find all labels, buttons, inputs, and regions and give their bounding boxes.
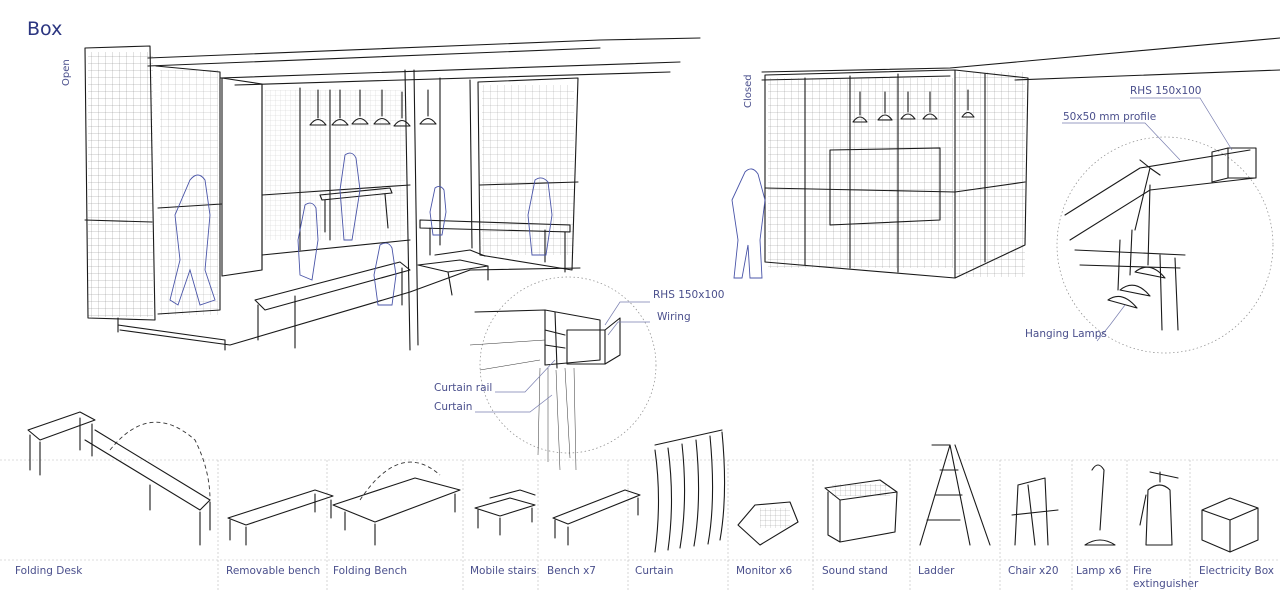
item-caption-mobile-stairs: Mobile stairs (470, 565, 537, 577)
item-sketches (27, 411, 1259, 553)
rhs-label-left: RHS 150x100 (653, 289, 725, 301)
item-caption-lamp: Lamp x6 (1076, 565, 1122, 577)
item-caption-folding-desk: Folding Desk (15, 565, 83, 577)
open-box-sketch (84, 37, 701, 351)
hanging-lamps-label: Hanging Lamps (1025, 328, 1107, 340)
open-view-label: Open (61, 59, 72, 86)
wiring-label: Wiring (657, 311, 691, 323)
closed-box-sketch (731, 37, 1280, 279)
item-caption-fire-extinguisher: Fire extinguisher (1133, 565, 1199, 590)
item-caption-removable-bench: Removable bench (226, 565, 321, 577)
rhs-label-right: RHS 150x100 (1130, 85, 1202, 97)
curtain-rail-detail (469, 276, 657, 471)
item-caption-sound-stand: Sound stand (822, 565, 888, 577)
item-caption-folding-bench: Folding Bench (333, 565, 407, 577)
curtain-label: Curtain (434, 401, 473, 413)
item-caption-monitor: Monitor x6 (736, 565, 793, 577)
item-caption-curtain: Curtain (635, 565, 674, 577)
curtain-rail-label: Curtain rail (434, 382, 493, 394)
page-title: Box (27, 18, 63, 40)
item-caption-electricity-box: Electricity Box (1199, 565, 1275, 577)
closed-view-label: Closed (743, 74, 754, 108)
item-caption-ladder: Ladder (918, 565, 955, 577)
item-dividers (217, 460, 1191, 590)
profile-label: 50x50 mm profile (1063, 111, 1157, 123)
item-caption-bench: Bench x7 (547, 565, 596, 577)
hanging-lamp-detail (1056, 136, 1274, 354)
item-caption-chair: Chair x20 (1008, 565, 1059, 577)
